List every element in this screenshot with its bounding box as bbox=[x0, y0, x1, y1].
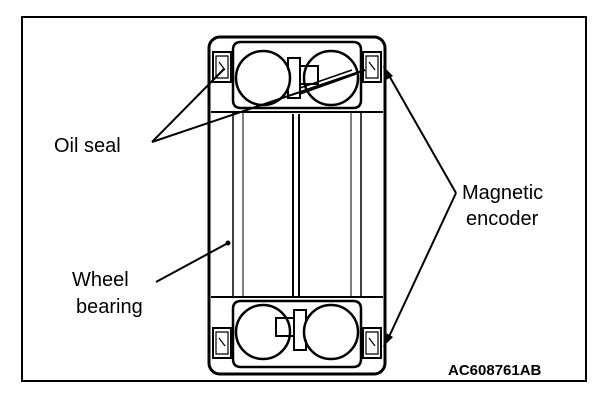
bearing-outline bbox=[207, 35, 387, 376]
bottom-ball-right bbox=[302, 303, 360, 361]
leader-lines bbox=[151, 68, 457, 342]
label-wheel: Wheel bbox=[72, 269, 129, 291]
top-ball-right bbox=[302, 49, 360, 107]
wheel-bearing-leader bbox=[155, 242, 229, 283]
top-magnetic-encoder bbox=[362, 51, 382, 83]
oil-seal-leader-1 bbox=[151, 68, 225, 143]
top-inner-ring bbox=[231, 40, 363, 110]
encoder-leader-2 bbox=[386, 192, 457, 342]
label-magnetic: Magnetic bbox=[462, 182, 543, 204]
figure-frame bbox=[21, 16, 587, 382]
top-ball-left bbox=[234, 49, 292, 107]
bottom-magnetic-encoder bbox=[362, 327, 382, 359]
bottom-oil-seal-left bbox=[212, 327, 232, 359]
encoder-leader-1 bbox=[386, 71, 457, 194]
label-bearing: bearing bbox=[76, 296, 143, 318]
bottom-ball-left bbox=[234, 303, 292, 361]
wheel-bearing bbox=[207, 35, 387, 376]
label-encoder: encoder bbox=[466, 208, 539, 230]
encoder-arrow-bottom bbox=[383, 333, 393, 347]
top-oil-seal-left bbox=[212, 51, 232, 83]
figure-code: AC608761AB bbox=[448, 362, 542, 379]
oil-seal-leader-2 bbox=[151, 69, 366, 143]
label-oil-seal: Oil seal bbox=[54, 135, 121, 157]
encoder-arrow-top bbox=[383, 66, 393, 80]
bottom-inner-ring bbox=[231, 299, 363, 369]
